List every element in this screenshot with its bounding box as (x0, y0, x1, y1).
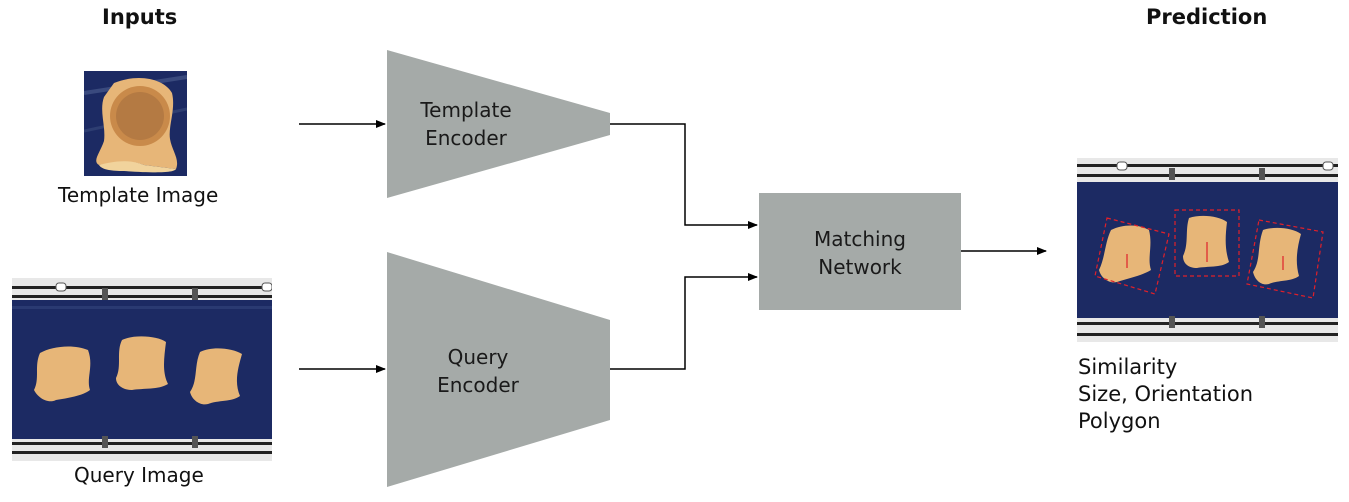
query-encoder-label-line1: Query (447, 345, 509, 369)
template-image (84, 71, 187, 176)
output-size-orientation: Size, Orientation (1078, 382, 1254, 406)
query-to-matching-arrow (610, 273, 758, 370)
prediction-outputs: Similarity Size, Orientation Polygon (1078, 354, 1253, 435)
query-encoder-label: Query Encoder (412, 343, 544, 399)
output-polygon: Polygon (1078, 409, 1161, 433)
matching-network-label-line2: Network (818, 255, 902, 279)
matching-network-label: Matching Network (759, 225, 961, 281)
matching-network-label-line1: Matching (814, 227, 906, 251)
inputs-heading: Inputs (102, 5, 178, 29)
query-image (12, 278, 272, 461)
prediction-image (1077, 158, 1338, 342)
query-encoder-label-line2: Encoder (437, 373, 519, 397)
template-to-matching-arrow (610, 123, 758, 229)
matching-network-shape (759, 193, 961, 310)
template-encoder-label-line1: Template (420, 98, 512, 122)
output-similarity: Similarity (1078, 355, 1178, 379)
prediction-heading: Prediction (1146, 5, 1268, 29)
template-encoder-shape (387, 50, 610, 198)
template-encoder-label-line2: Encoder (425, 126, 507, 150)
query-image-caption: Query Image (74, 463, 204, 487)
template-encoder-label: Template Encoder (400, 96, 532, 152)
template-image-caption: Template Image (58, 183, 219, 207)
query-encoder-shape (387, 252, 610, 487)
